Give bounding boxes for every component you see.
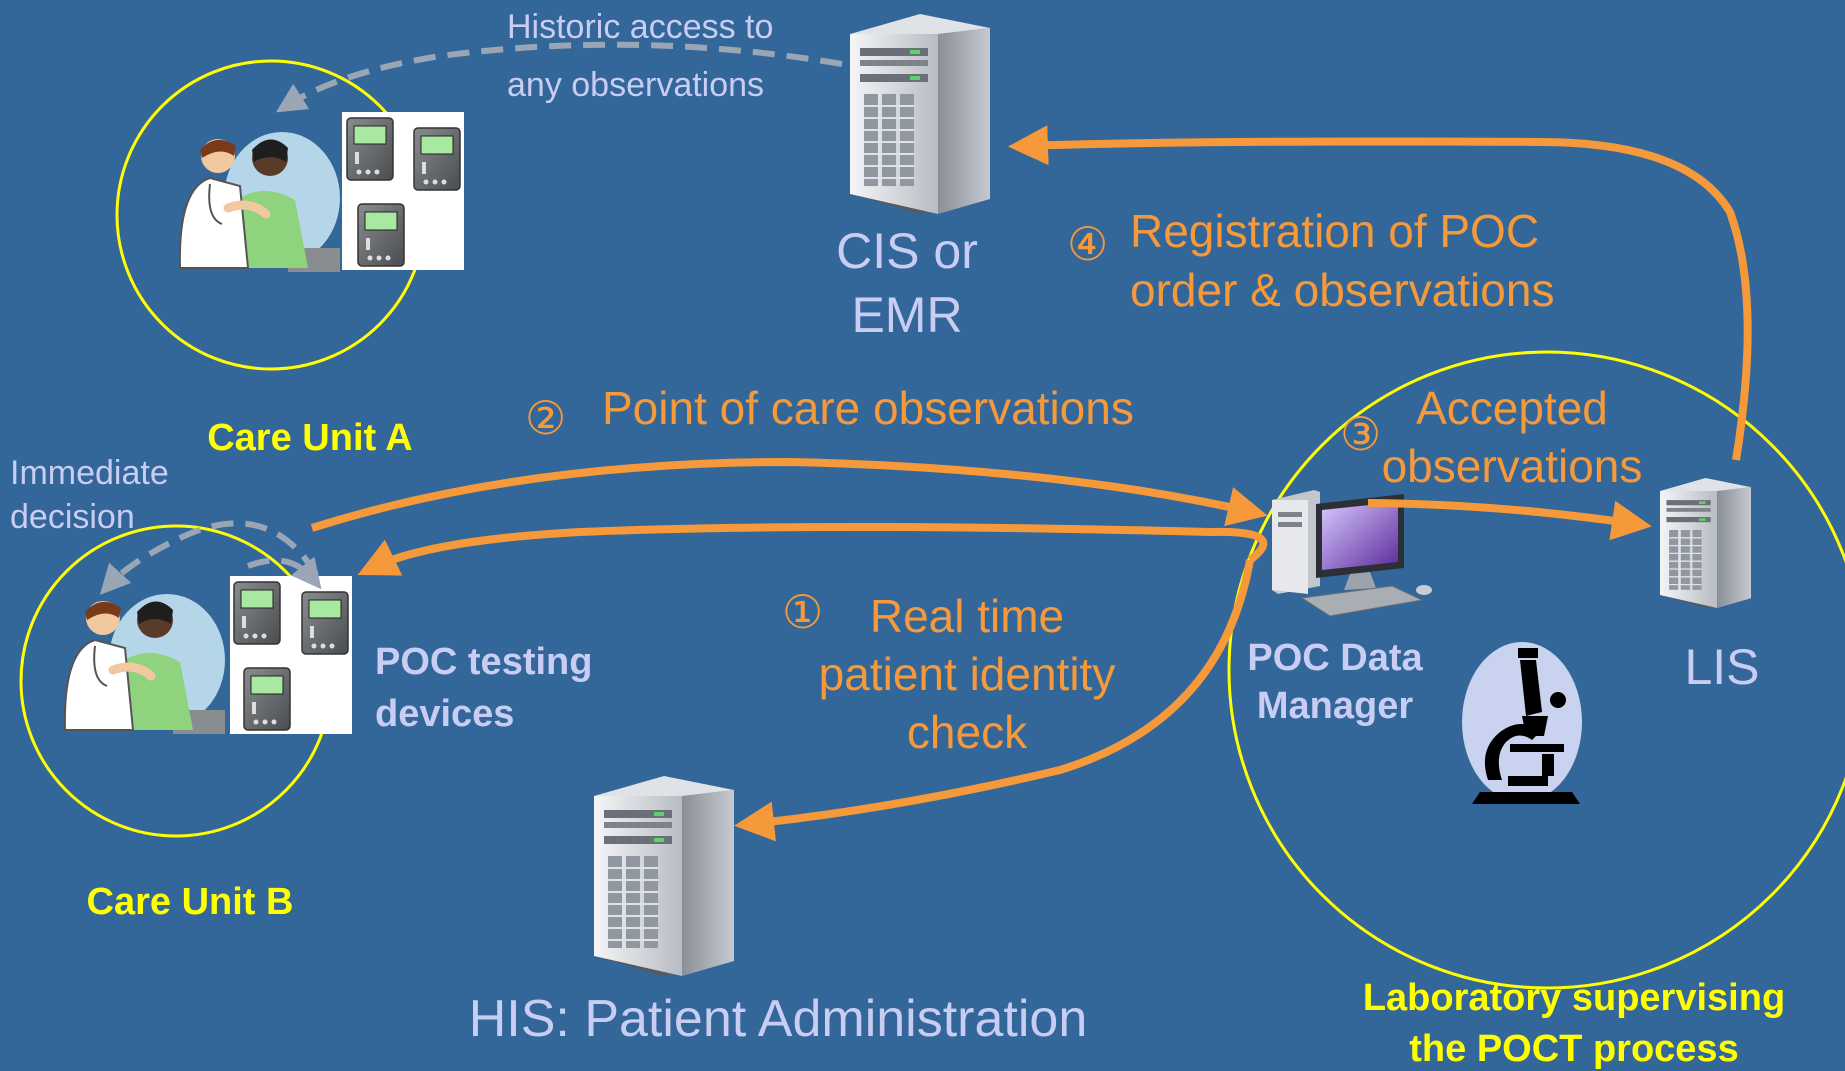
laboratory-circle: [1227, 350, 1845, 990]
testing-device-icon: [346, 117, 394, 181]
poc-manager-line-2: Manager: [1257, 685, 1413, 727]
testing-device-icon: [357, 203, 405, 267]
his-server-icon: [593, 775, 735, 977]
poc-manager-line-1: POC Data: [1247, 637, 1423, 679]
accepted-observations-arrow: [1367, 499, 1652, 541]
computer-workstation-icon: [1271, 489, 1433, 617]
cis-server-icon: [849, 13, 991, 215]
cis-label-line-1: CIS or: [836, 223, 978, 279]
doctor-patient-icon-a: [180, 132, 340, 272]
testing-device-icon: [413, 127, 461, 191]
step-1-line-1: Real time: [870, 590, 1064, 642]
testing-device-icon: [233, 581, 281, 645]
immediate-decision-line-2: decision: [10, 498, 135, 536]
cis-label-line-2: EMR: [851, 287, 962, 343]
step-3-line-2: observations: [1382, 440, 1643, 492]
immediate-decision-arrow-return: [246, 556, 322, 590]
lis-server-icon: [1659, 477, 1752, 609]
lab-label-line-1: Laboratory supervising: [1363, 977, 1785, 1019]
step-1-line-3: check: [907, 706, 1028, 758]
step-1-number: ①: [782, 586, 823, 638]
identity-check-arrow-to-his: [734, 559, 1254, 842]
historic-access-arrow: [275, 41, 843, 113]
care-unit-b-label: Care Unit B: [87, 881, 294, 923]
care-unit-a-label: Care Unit A: [207, 417, 413, 459]
doctor-patient-icon-b: [65, 594, 225, 734]
registration-arrow: [1008, 125, 1752, 461]
testing-device-icon: [243, 667, 291, 731]
step-4-number: ④: [1067, 218, 1108, 270]
step-2-number: ②: [525, 392, 566, 444]
step-2-text: Point of care observations: [602, 382, 1134, 434]
step-3-number: ③: [1340, 408, 1381, 460]
historic-access-line-2: any observations: [507, 66, 764, 104]
historic-access-line-1: Historic access to: [507, 8, 773, 46]
testing-device-icon: [301, 591, 349, 655]
immediate-decision-line-1: Immediate: [10, 454, 169, 492]
poc-devices-line-1: POC testing: [375, 641, 592, 683]
lab-label-line-2: the POCT process: [1409, 1028, 1738, 1070]
step-4-line-1: Registration of POC: [1130, 205, 1539, 257]
step-1-line-2: patient identity: [819, 648, 1116, 700]
step-4-line-2: order & observations: [1130, 264, 1554, 316]
step-3-line-1: Accepted: [1416, 382, 1608, 434]
lis-label: LIS: [1684, 639, 1759, 695]
poc-devices-line-2: devices: [375, 693, 514, 735]
poc-observations-arrow: [310, 457, 1268, 532]
immediate-decision-arrow: [99, 520, 319, 595]
microscope-icon: [1462, 642, 1582, 804]
identity-check-arrow-to-devices: [357, 523, 1268, 576]
his-label: HIS: Patient Administration: [469, 990, 1088, 1048]
